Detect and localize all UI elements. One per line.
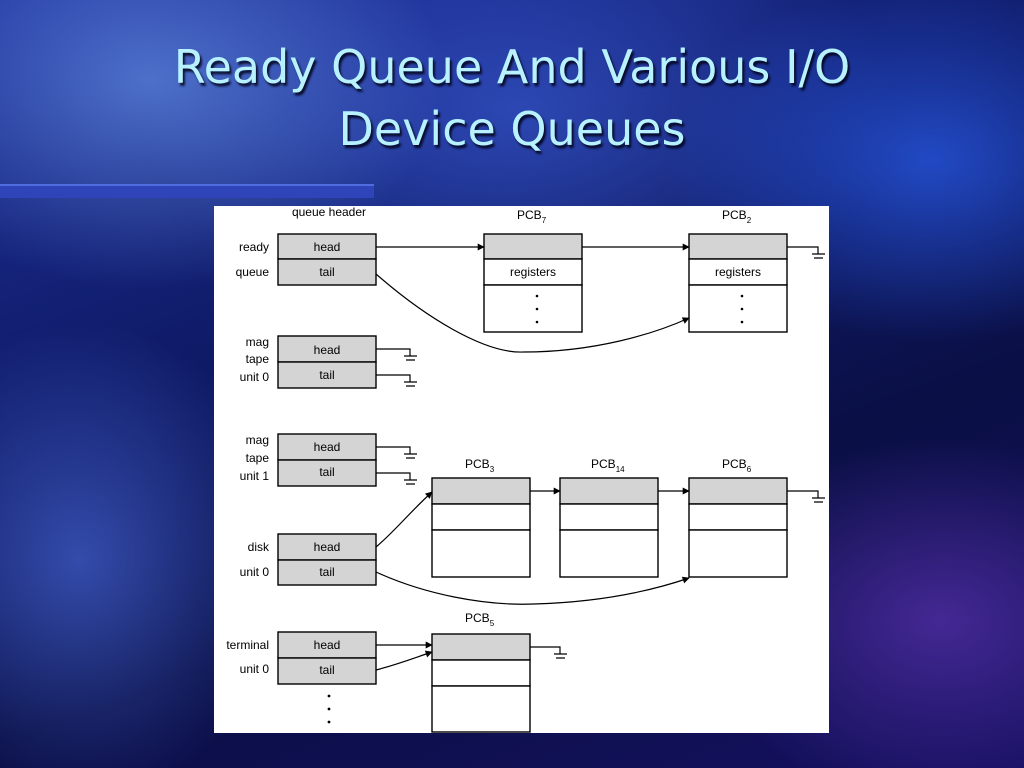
pcb-body-cell bbox=[559, 529, 659, 578]
tail-label: tail bbox=[319, 663, 334, 677]
title-line-2: Device Queues bbox=[338, 102, 686, 156]
tail-label: tail bbox=[319, 465, 334, 479]
queue-label: terminal bbox=[226, 638, 269, 652]
head-label: head bbox=[314, 638, 341, 652]
pcb-body-cell bbox=[688, 529, 788, 578]
pcb-label: PCB5 bbox=[465, 611, 495, 628]
queue-label: tape bbox=[246, 352, 270, 366]
mag-tape-unit-1-queue: mag tape unit 1 head tail bbox=[240, 433, 417, 487]
null-link bbox=[787, 246, 819, 254]
null-ground-icon bbox=[812, 253, 825, 259]
queue-label: tape bbox=[246, 451, 270, 465]
queue-label: mag bbox=[246, 335, 269, 349]
null-ground-icon bbox=[812, 497, 825, 503]
pcb-6: PCB6 bbox=[688, 457, 825, 578]
pcb-label: PCB7 bbox=[517, 208, 547, 225]
tail-label: tail bbox=[319, 368, 334, 382]
queue-label: unit 1 bbox=[240, 469, 270, 483]
pcb-body-cell bbox=[483, 284, 583, 333]
registers-label: registers bbox=[510, 265, 556, 279]
disk-unit-0-queue: disk unit 0 head tail bbox=[240, 533, 377, 586]
queue-label: mag bbox=[246, 433, 269, 447]
pcb-header-cell bbox=[431, 633, 531, 661]
null-ground-icon bbox=[404, 479, 417, 485]
pcb-header-cell bbox=[688, 477, 788, 505]
pcb-body-cell bbox=[688, 284, 788, 333]
tail-cell bbox=[277, 559, 377, 586]
registers-label: registers bbox=[715, 265, 761, 279]
pcb-label: PCB14 bbox=[591, 457, 625, 474]
queue-label: ready bbox=[239, 240, 269, 254]
tail-cell bbox=[277, 657, 377, 685]
pcb-7: PCB7 registers bbox=[483, 208, 583, 333]
mag-tape-unit-0-queue: mag tape unit 0 head tail bbox=[240, 335, 417, 389]
pcb-header-cell bbox=[688, 233, 788, 260]
queue-header-caption: queue header bbox=[292, 206, 366, 219]
pcb-3: PCB3 bbox=[431, 457, 531, 578]
tail-cell bbox=[277, 258, 377, 286]
null-link bbox=[376, 348, 411, 356]
ready-tail-link bbox=[375, 273, 690, 353]
pcb-body-cell bbox=[431, 685, 531, 733]
head-label: head bbox=[314, 240, 341, 254]
title-accent-bar bbox=[0, 184, 374, 198]
registers-cell bbox=[688, 258, 788, 286]
queue-links bbox=[375, 243, 690, 671]
queue-label: disk bbox=[248, 540, 270, 554]
pcb-header-cell bbox=[483, 233, 583, 260]
pcb-label: PCB6 bbox=[722, 457, 752, 474]
pcb-cell bbox=[559, 503, 659, 531]
ready-queue: ready queue head tail bbox=[236, 233, 377, 286]
pcb-label: PCB2 bbox=[722, 208, 752, 225]
terminal-unit-0-queue: terminal unit 0 head tail bbox=[226, 631, 377, 685]
queue-label: unit 0 bbox=[240, 662, 270, 676]
pcb-cell bbox=[431, 503, 531, 531]
disk-tail-link bbox=[375, 571, 690, 605]
null-link bbox=[376, 472, 411, 480]
head-label: head bbox=[314, 343, 341, 357]
registers-cell bbox=[483, 258, 583, 286]
pcb-header-cell bbox=[559, 477, 659, 505]
null-link bbox=[530, 646, 561, 654]
null-ground-icon bbox=[404, 453, 417, 459]
queue-label: queue bbox=[236, 265, 270, 279]
tail-cell bbox=[277, 459, 377, 487]
queue-diagram: queue header ready queue head tail mag t… bbox=[214, 206, 829, 733]
head-label: head bbox=[314, 540, 341, 554]
head-label: head bbox=[314, 440, 341, 454]
pcb-cell bbox=[688, 503, 788, 531]
queue-label: unit 0 bbox=[240, 370, 270, 384]
tail-label: tail bbox=[319, 565, 334, 579]
tail-label: tail bbox=[319, 265, 334, 279]
queue-label: unit 0 bbox=[240, 565, 270, 579]
pcb-2: PCB2 registers bbox=[688, 208, 825, 333]
disk-head-link bbox=[375, 491, 433, 548]
null-ground-icon bbox=[404, 355, 417, 361]
slide-title: Ready Queue And Various I/O Device Queue… bbox=[0, 36, 1024, 160]
null-link bbox=[376, 374, 411, 382]
null-ground-icon bbox=[554, 653, 567, 659]
more-queues-ellipsis bbox=[327, 694, 331, 724]
title-line-1: Ready Queue And Various I/O bbox=[173, 40, 851, 94]
null-ground-icon bbox=[404, 381, 417, 387]
pcb-header-cell bbox=[431, 477, 531, 505]
pcb-5: PCB5 bbox=[431, 611, 567, 733]
pcb-body-cell bbox=[431, 529, 531, 578]
null-link bbox=[376, 446, 411, 454]
pcb-14: PCB14 bbox=[559, 457, 659, 578]
terminal-tail-link bbox=[375, 650, 433, 671]
null-link bbox=[787, 490, 819, 498]
head-cell bbox=[277, 233, 377, 260]
pcb-label: PCB3 bbox=[465, 457, 495, 474]
pcb-cell bbox=[431, 659, 531, 687]
